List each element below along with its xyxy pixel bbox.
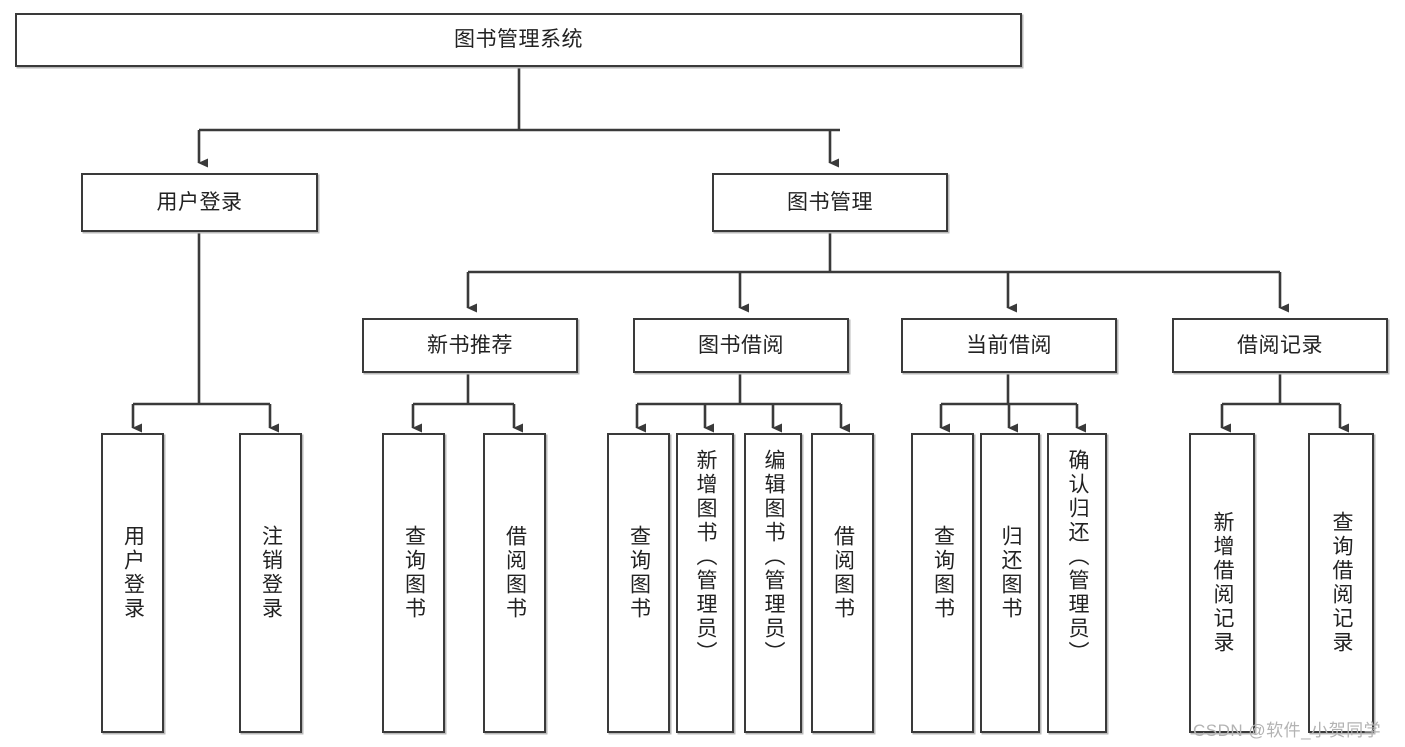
node-label: 用户登录 xyxy=(121,525,145,621)
node-label: 借阅图书 xyxy=(831,525,855,621)
node-label: 查询借阅记录 xyxy=(1330,511,1354,655)
node-label: 借阅记录 xyxy=(1237,333,1323,357)
node-label: 查询图书 xyxy=(402,525,426,621)
node-label: 图书管理 xyxy=(787,190,873,214)
node-label: 图书管理系统 xyxy=(454,28,583,52)
leaf-user-login[interactable]: 用户登录 xyxy=(101,433,164,733)
leaf-add-book[interactable]: 新增图书（管理员） xyxy=(676,433,734,733)
node-new-book-recommend[interactable]: 新书推荐 xyxy=(362,318,578,373)
leaf-return-book[interactable]: 归还图书 xyxy=(980,433,1040,733)
node-book-management-system[interactable]: 图书管理系统 xyxy=(15,13,1022,67)
leaf-query-borrow-record[interactable]: 查询借阅记录 xyxy=(1308,433,1374,733)
leaf-logout-login[interactable]: 注销登录 xyxy=(239,433,302,733)
node-label: 新书推荐 xyxy=(427,333,513,357)
node-label: 注销登录 xyxy=(259,525,283,621)
node-label: 图书借阅 xyxy=(698,333,784,357)
leaf-borrow-book[interactable]: 借阅图书 xyxy=(811,433,874,733)
node-book-management[interactable]: 图书管理 xyxy=(712,173,948,232)
node-label: 新增图书（管理员） xyxy=(694,449,718,665)
leaf-edit-book[interactable]: 编辑图书（管理员） xyxy=(744,433,802,733)
node-book-borrow[interactable]: 图书借阅 xyxy=(633,318,849,373)
node-label: 用户登录 xyxy=(156,190,243,214)
node-borrow-record[interactable]: 借阅记录 xyxy=(1172,318,1388,373)
node-label: 借阅图书 xyxy=(503,525,527,621)
leaf-confirm-return[interactable]: 确认归还（管理员） xyxy=(1047,433,1107,733)
leaf-borrow-book-recommend[interactable]: 借阅图书 xyxy=(483,433,546,733)
node-label: 查询图书 xyxy=(931,525,955,621)
leaf-query-book-borrow[interactable]: 查询图书 xyxy=(607,433,670,733)
node-label: 当前借阅 xyxy=(966,333,1052,357)
leaf-query-book-recommend[interactable]: 查询图书 xyxy=(382,433,445,733)
leaf-add-borrow-record[interactable]: 新增借阅记录 xyxy=(1189,433,1255,733)
node-label: 编辑图书（管理员） xyxy=(762,449,786,665)
csdn-watermark: CSDN @软件_小贺同学 xyxy=(1193,721,1382,740)
node-label: 新增借阅记录 xyxy=(1211,511,1235,655)
node-label: 归还图书 xyxy=(999,525,1023,621)
node-user-login[interactable]: 用户登录 xyxy=(81,173,318,232)
node-current-borrow[interactable]: 当前借阅 xyxy=(901,318,1117,373)
node-label: 查询图书 xyxy=(627,525,651,621)
leaf-query-book-current[interactable]: 查询图书 xyxy=(911,433,974,733)
node-label: 确认归还（管理员） xyxy=(1066,449,1090,665)
